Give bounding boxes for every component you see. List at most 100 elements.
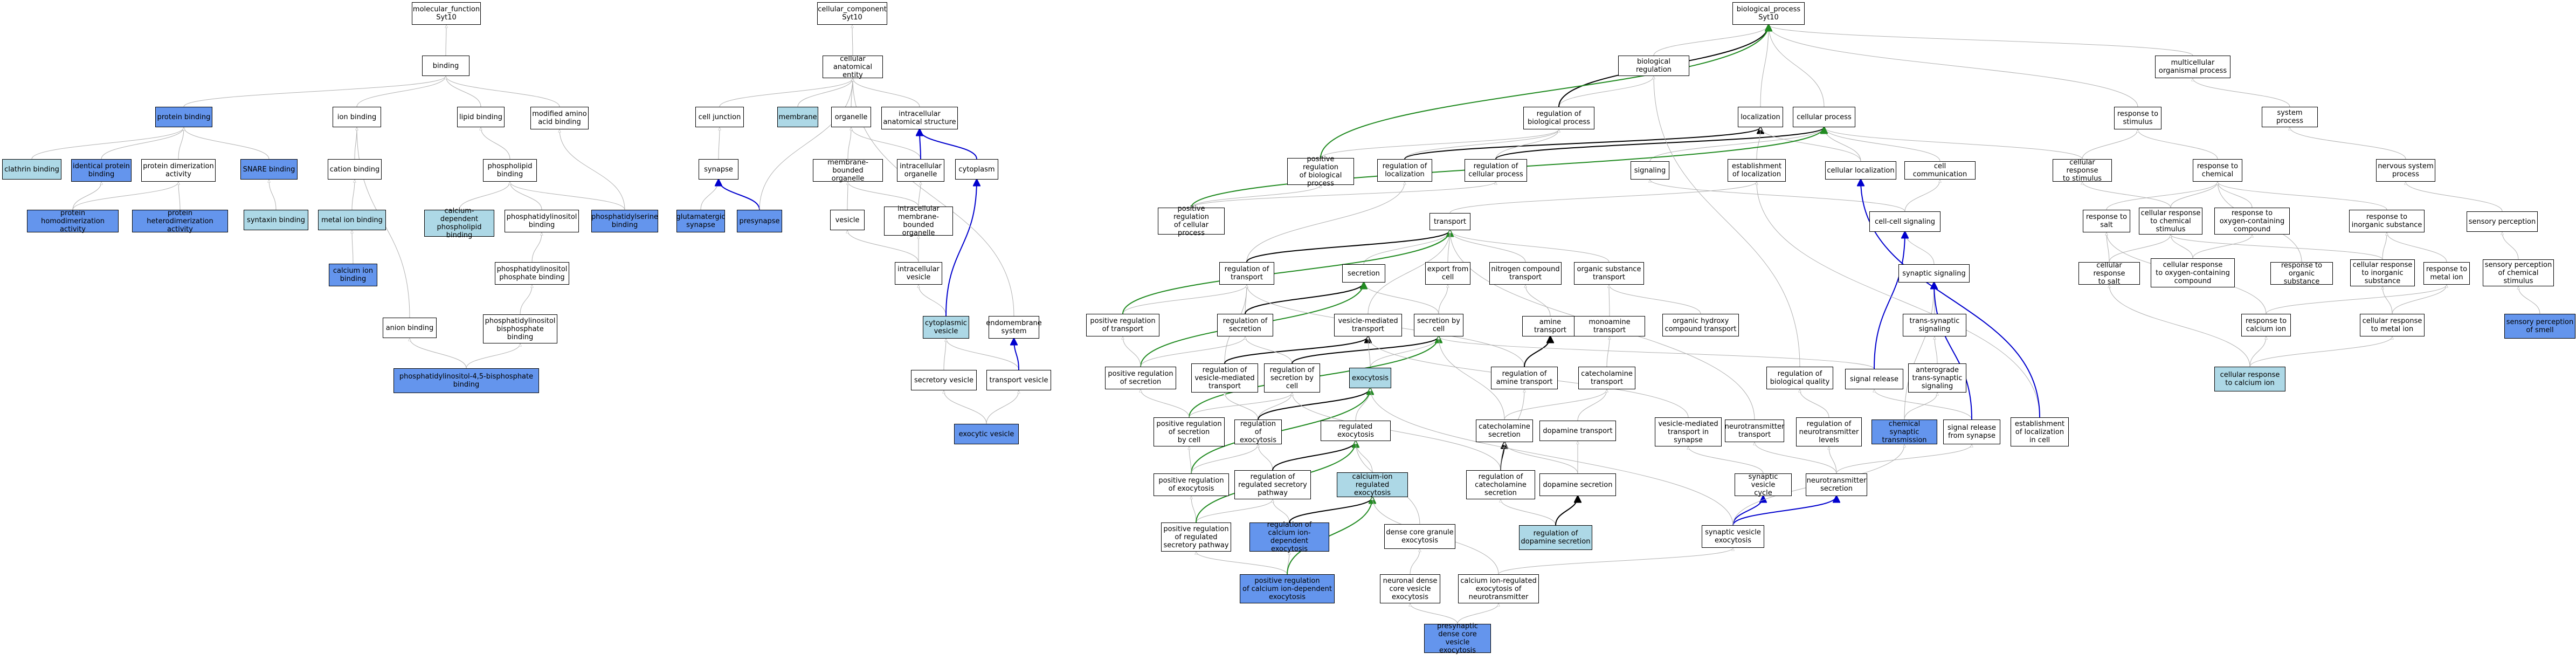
go-term-dopamine-secretion[interactable]: dopamine secretion: [1539, 473, 1616, 496]
go-term-neuronal-dense-core[interactable]: neuronal dense core vesicle exocytosis: [1380, 574, 1440, 603]
go-term-pos-reg-transport[interactable]: positive regulation of transport: [1086, 314, 1159, 336]
go-term-cell-resp-salt[interactable]: cellular response to salt: [2078, 262, 2140, 286]
go-term-synapse[interactable]: synapse: [699, 159, 738, 180]
go-term-reg-secretion-cell[interactable]: regulation of secretion by cell: [1264, 363, 1320, 393]
go-term-endomembrane[interactable]: endomembrane system: [986, 316, 1042, 339]
go-term-cell-resp-stimulus[interactable]: cellular response to stimulus: [2053, 159, 2112, 183]
go-term-resp-oxygen[interactable]: response to oxygen-containing compound: [2214, 208, 2290, 235]
go-term-cell-resp-oxygen[interactable]: cellular response to oxygen-containing c…: [2151, 258, 2235, 287]
go-term-cation[interactable]: cation binding: [328, 159, 382, 180]
go-term-resp-inorganic[interactable]: response to inorganic substance: [2349, 210, 2425, 232]
go-term-sensory-chemical[interactable]: sensory perception of chemical stimulus: [2483, 259, 2554, 286]
go-term-ca-regulated-exocytosis[interactable]: calcium-ion regulated exocytosis: [1337, 472, 1408, 497]
go-term-identical[interactable]: identical protein binding: [71, 159, 132, 182]
go-term-cell-resp-calcium[interactable]: cellular response to calcium ion: [2214, 367, 2285, 391]
go-term-ion-binding[interactable]: ion binding: [333, 107, 381, 127]
go-term-intra-mb-org[interactable]: intracellular membrane-bounded organelle: [884, 205, 953, 237]
go-term-reg-regulated-secretory[interactable]: regulation of regulated secretory pathwa…: [1234, 470, 1311, 499]
go-term-dimerization[interactable]: protein dimerization activity: [141, 159, 216, 182]
go-term-dense-core-granule[interactable]: dense core granule exocytosis: [1384, 524, 1455, 549]
go-term-anterograde[interactable]: anterograde trans-synaptic signaling: [1908, 363, 1966, 393]
go-term-catecholamine-transport[interactable]: catecholamine transport: [1578, 367, 1635, 389]
go-term-nervous-system[interactable]: nervous system process: [2376, 159, 2435, 182]
go-term-intracellular-org[interactable]: intracellular organelle: [897, 159, 944, 182]
go-term-presynaptic-dense-core[interactable]: presynaptic dense core vesicle exocytosi…: [1424, 622, 1491, 655]
go-term-reg-transport[interactable]: regulation of transport: [1219, 262, 1274, 285]
go-term-dopamine-transport[interactable]: dopamine transport: [1539, 421, 1616, 441]
go-term-transport[interactable]: transport: [1429, 213, 1470, 230]
go-term-reg-catecholamine-secretion[interactable]: regulation of catecholamine secretion: [1466, 470, 1535, 499]
go-term-ca-regulated-neurotransmitter[interactable]: calcium ion-regulated exocytosis of neur…: [1458, 574, 1539, 603]
go-term-reg-dopamine-secretion[interactable]: regulation of dopamine secretion: [1519, 525, 1592, 550]
go-term-glutamatergic[interactable]: glutamatergic synapse: [676, 210, 726, 232]
go-term-cc[interactable]: cellular_component Syt10: [817, 2, 887, 25]
go-term-phospholipid[interactable]: phospholipid binding: [483, 159, 537, 182]
go-term-reg-ca-exocytosis[interactable]: regulation of calcium ion-dependent exoc…: [1249, 521, 1329, 553]
go-term-bio-reg[interactable]: biological regulation: [1618, 56, 1689, 76]
go-term-est-loc-cell[interactable]: establishment of localization in cell: [2011, 417, 2069, 446]
go-term-lipid-binding[interactable]: lipid binding: [457, 107, 505, 127]
go-term-reg-cellular[interactable]: regulation of cellular process: [1465, 159, 1527, 182]
go-term-chemical-synaptic[interactable]: chemical synaptic transmission: [1871, 420, 1937, 444]
go-term-resp-chemical[interactable]: response to chemical: [2193, 159, 2242, 182]
go-term-presynapse[interactable]: presynapse: [737, 210, 782, 232]
go-term-clathrin[interactable]: clathrin binding: [2, 159, 61, 180]
go-term-exocytosis[interactable]: exocytosis: [1349, 368, 1391, 388]
go-term-resp-organic[interactable]: response to organic substance: [2270, 262, 2333, 286]
go-term-anion[interactable]: anion binding: [383, 318, 437, 338]
go-term-cell-resp-chemical[interactable]: cellular response to chemical stimulus: [2139, 208, 2202, 235]
go-term-pi-phosphate[interactable]: phosphatidylinositol phosphate binding: [495, 262, 569, 285]
go-term-intra-vesicle[interactable]: intracellular vesicle: [895, 262, 942, 285]
go-term-localization[interactable]: localization: [1738, 107, 1783, 127]
go-term-system-process[interactable]: system process: [2262, 107, 2318, 127]
go-term-heterodimer[interactable]: protein heterodimerization activity: [132, 209, 228, 233]
go-term-sensory-smell[interactable]: sensory perception of smell: [2504, 314, 2575, 339]
go-term-resp-salt[interactable]: response to salt: [2083, 210, 2130, 232]
go-term-signal-release-synapse[interactable]: signal release from synapse: [1943, 420, 2000, 444]
go-term-cae[interactable]: cellular anatomical entity: [823, 55, 883, 79]
go-term-synaptic-vesicle-cycle[interactable]: synaptic vesicle cycle: [1735, 473, 1792, 497]
go-term-reg-localization[interactable]: regulation of localization: [1377, 159, 1432, 182]
go-term-reg-amine-transport[interactable]: regulation of amine transport: [1491, 367, 1558, 389]
go-term-sensory-perception[interactable]: sensory perception: [2467, 211, 2538, 232]
go-term-organelle[interactable]: organelle: [831, 107, 871, 127]
go-term-vesicle-transport[interactable]: vesicle-mediated transport: [1334, 314, 1402, 336]
go-term-reg-secretion[interactable]: regulation of secretion: [1217, 314, 1273, 336]
go-term-pos-reg-cellular[interactable]: positive regulation of cellular process: [1158, 205, 1225, 237]
go-term-reg-neurotransmitter-levels[interactable]: regulation of neurotransmitter levels: [1796, 417, 1862, 446]
go-term-bp[interactable]: biological_process Syt10: [1732, 2, 1805, 25]
go-term-neurotransmitter-transport[interactable]: neurotransmitter transport: [1725, 420, 1784, 442]
go-term-protein-binding[interactable]: protein binding: [155, 107, 212, 127]
go-term-signaling[interactable]: signaling: [1631, 161, 1669, 180]
go-term-est-localization[interactable]: establishment of localization: [1728, 159, 1786, 182]
go-term-reg-exocytosis[interactable]: regulation of exocytosis: [1234, 420, 1282, 444]
go-term-cell-resp-metal[interactable]: cellular response to metal ion: [2360, 314, 2425, 336]
go-term-vesicle-synapse[interactable]: vesicle-mediated transport in synapse: [1655, 417, 1722, 446]
go-term-exocytic-vesicle[interactable]: exocytic vesicle: [954, 424, 1019, 444]
go-term-secretory-vesicle[interactable]: secretory vesicle: [911, 370, 977, 390]
go-term-export-cell[interactable]: export from cell: [1425, 262, 1470, 285]
go-term-reg-vesicle-transport[interactable]: regulation of vesicle-mediated transport: [1191, 363, 1258, 393]
go-term-pi-bisphosphate[interactable]: phosphatidylinositol bisphosphate bindin…: [483, 314, 557, 343]
go-term-monoamine-transport[interactable]: monoamine transport: [1574, 316, 1645, 336]
go-term-reg-bp[interactable]: regulation of biological process: [1523, 107, 1594, 129]
go-term-cell-junction[interactable]: cell junction: [695, 107, 744, 127]
go-term-vesicle[interactable]: vesicle: [830, 210, 865, 230]
go-term-cell-cell-signaling[interactable]: cell-cell signaling: [1869, 211, 1940, 232]
go-term-regulated-exocytosis[interactable]: regulated exocytosis: [1321, 421, 1391, 441]
go-term-snare[interactable]: SNARE binding: [240, 159, 298, 180]
go-term-cell-resp-inorganic[interactable]: cellular response to inorganic substance: [2350, 259, 2415, 286]
go-term-intracellular-as[interactable]: intracellular anatomical structure: [881, 107, 958, 129]
go-term-pos-reg-secretion[interactable]: positive regulation of secretion: [1105, 367, 1176, 389]
go-term-cytoplasm[interactable]: cytoplasm: [955, 159, 998, 180]
go-term-reg-bio-quality[interactable]: regulation of biological quality: [1766, 367, 1833, 389]
go-term-resp-metal[interactable]: response to metal ion: [2423, 262, 2470, 285]
go-term-pos-reg-exocytosis[interactable]: positive regulation of exocytosis: [1154, 473, 1229, 496]
go-term-amine-transport[interactable]: amine transport: [1522, 316, 1578, 336]
go-term-pos-reg-bp[interactable]: positive regulation of biological proces…: [1287, 155, 1354, 188]
go-term-neurotransmitter-secretion[interactable]: neurotransmitter secretion: [1806, 473, 1867, 496]
go-term-cellular-localization[interactable]: cellular localization: [1825, 161, 1896, 180]
go-term-nitrogen-transport[interactable]: nitrogen compound transport: [1489, 262, 1562, 285]
go-term-synaptic-vesicle-exocytosis[interactable]: synaptic vesicle exocytosis: [1702, 525, 1764, 548]
go-term-membrane[interactable]: membrane: [777, 107, 818, 127]
